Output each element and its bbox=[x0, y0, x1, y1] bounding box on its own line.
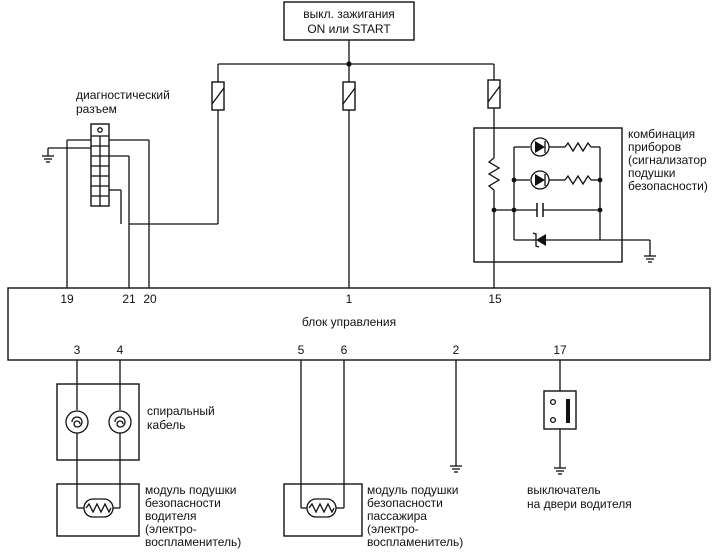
passenger-module-label-line2: безопасности bbox=[367, 496, 443, 510]
fuse-right bbox=[487, 79, 501, 109]
passenger-airbag-module: модуль подушки безопасности пассажира (э… bbox=[283, 360, 463, 549]
fuse-left bbox=[211, 81, 225, 111]
cluster-label-line2: приборов bbox=[628, 140, 681, 154]
diag-label-line2: разъем bbox=[76, 102, 117, 116]
spiral-cable: спиральный кабель bbox=[56, 360, 215, 508]
pin-15-label: 15 bbox=[488, 292, 502, 306]
control-unit: блок управления 19 21 20 1 15 3 4 5 6 2 … bbox=[7, 287, 711, 361]
ignition-label-line1: выкл. зажигания bbox=[303, 7, 395, 21]
passenger-module-label-line4: (электро- bbox=[367, 522, 419, 536]
passenger-module-label-line1: модуль подушки bbox=[367, 483, 458, 497]
pin-4-label: 4 bbox=[117, 343, 124, 357]
door-switch-label-line1: выключатель bbox=[527, 483, 601, 497]
spiral-cable-label-line1: спиральный bbox=[147, 404, 215, 418]
cluster-label-line3: (сигнализатор bbox=[628, 153, 707, 167]
door-switch-label-line2: на двери водителя bbox=[527, 497, 632, 511]
pin-17-label: 17 bbox=[553, 343, 567, 357]
control-unit-label: блок управления bbox=[302, 315, 396, 329]
fuse-middle bbox=[342, 81, 356, 111]
driver-module-label-line1: модуль подушки bbox=[145, 483, 236, 497]
pin-3-label: 3 bbox=[74, 343, 81, 357]
driver-module-label-line4: (электро- bbox=[145, 522, 197, 536]
cluster-label-line5: безопасности) bbox=[628, 179, 708, 193]
pin-21-label: 21 bbox=[122, 292, 136, 306]
driver-module-label-line3: водителя bbox=[145, 509, 197, 523]
pin-5-label: 5 bbox=[298, 343, 305, 357]
spiral-cable-label-line2: кабель bbox=[147, 418, 185, 432]
cluster-label-line1: комбинация bbox=[628, 127, 695, 141]
pin-20-label: 20 bbox=[143, 292, 157, 306]
cluster-label-line4: подушки bbox=[628, 166, 676, 180]
pin-6-label: 6 bbox=[341, 343, 348, 357]
passenger-module-label-line5: воспламенитель) bbox=[367, 535, 463, 549]
ignition-switch-box: выкл. зажигания ON или START bbox=[283, 1, 415, 41]
pin-2-label: 2 bbox=[453, 343, 460, 357]
pin-19-label: 19 bbox=[60, 292, 74, 306]
ignition-supply-bus bbox=[129, 40, 495, 288]
door-switch: выключатель на двери водителя bbox=[527, 360, 632, 511]
driver-airbag-module: модуль подушки безопасности водителя (эл… bbox=[56, 483, 241, 549]
pin-1-label: 1 bbox=[346, 292, 353, 306]
instrument-cluster: комбинация приборов (сигнализатор подушк… bbox=[473, 127, 708, 288]
pin-2-ground bbox=[450, 360, 462, 473]
diagnostic-connector: диагностический разъем bbox=[42, 88, 170, 288]
driver-module-label-line2: безопасности bbox=[145, 496, 221, 510]
passenger-module-label-line3: пассажира bbox=[367, 509, 427, 523]
diag-label-line1: диагностический bbox=[76, 88, 170, 102]
ignition-label-line2: ON или START bbox=[307, 22, 391, 36]
driver-module-label-line5: воспламенитель) bbox=[145, 535, 241, 549]
